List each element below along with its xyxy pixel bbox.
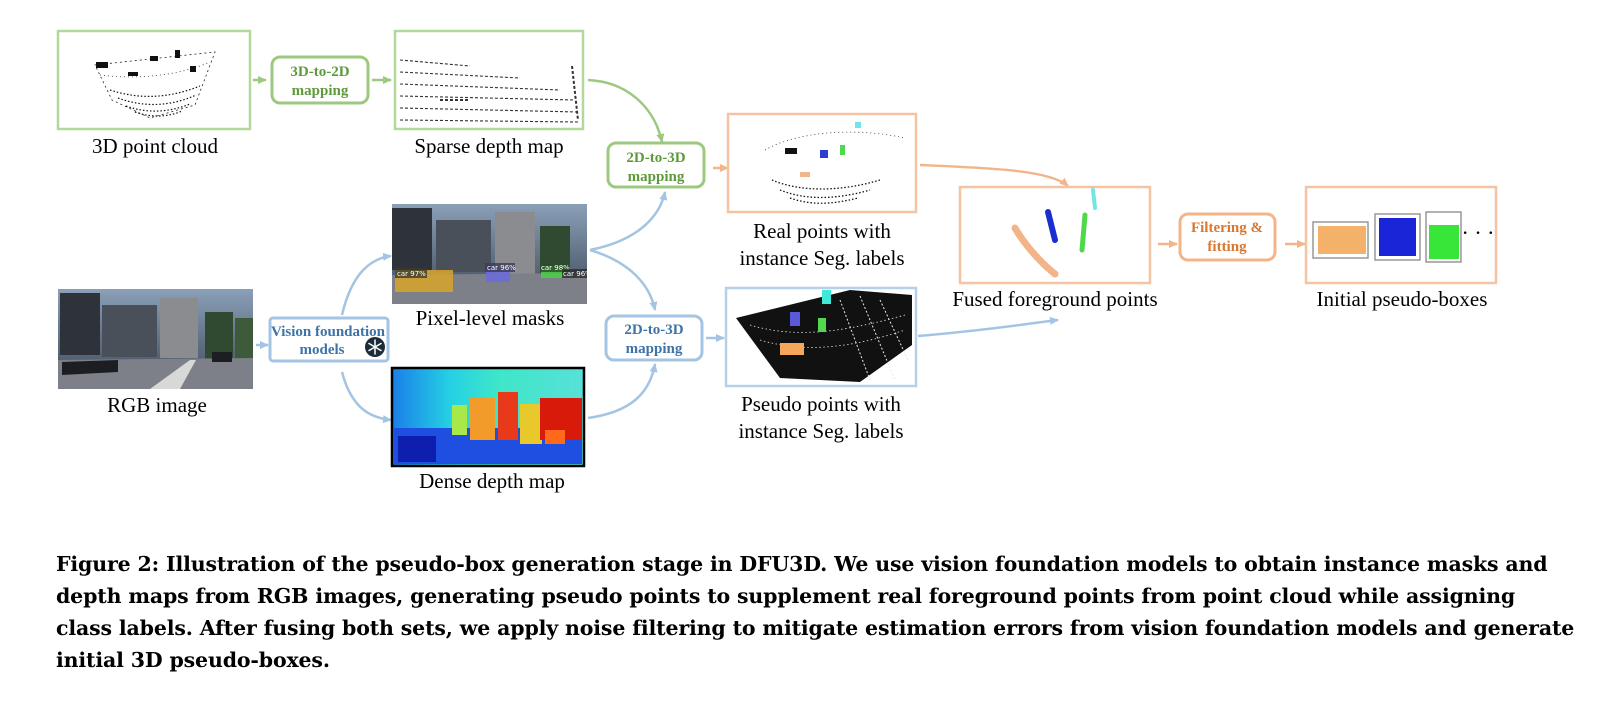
filtering-box: Filtering & fitting: [1178, 212, 1277, 262]
arrow-pseudo-to-fused: [917, 316, 1059, 338]
label-pixel-masks: Pixel-level masks: [416, 306, 565, 330]
arrow-masks-to-2d3d-bot: [589, 248, 658, 311]
arrows: [253, 76, 1306, 424]
arrow-real-to-fused: [919, 163, 1069, 187]
label-pseudo-points-1: Pseudo points with: [741, 392, 901, 416]
vfm-line1: Vision foundation: [271, 324, 386, 340]
arrow-masks-to-2d3d-top: [589, 191, 668, 252]
map-3d-to-2d-line1: 3D-to-2D: [290, 64, 349, 80]
map-2d-to-3d-top-line2: mapping: [628, 169, 685, 185]
map-2d-to-3d-bottom-box: 2D-to-3D mapping: [604, 314, 704, 362]
arrow-dense-to-2d3d-bot: [587, 363, 658, 420]
pseudo-points-image: [736, 290, 912, 382]
label-dense-depth: Dense depth map: [419, 469, 565, 493]
boxes-ellipsis: · · ·: [1462, 220, 1495, 245]
map-2d-to-3d-bottom-line2: mapping: [626, 341, 683, 357]
dense-depth-panel: [390, 366, 586, 468]
vfm-line2: models: [300, 342, 345, 358]
real-points-image: [764, 122, 906, 204]
sparse-depth-image: [399, 59, 579, 123]
fused-points-image: [1011, 188, 1097, 278]
mask-tag-2: car 96%: [487, 264, 516, 272]
fused-points-panel: [958, 185, 1152, 285]
map-2d-to-3d-top-line1: 2D-to-3D: [626, 150, 685, 166]
arrow-vfm-to-masks: [340, 252, 392, 316]
real-points-panel: [726, 112, 918, 214]
mask-tag-4: car 96%: [563, 270, 592, 278]
filtering-line2: fitting: [1207, 239, 1247, 255]
pseudo-boxes-panel: · · ·: [1304, 185, 1498, 285]
sparse-depth-panel: [393, 29, 585, 131]
arrow-vfm-to-dense: [340, 371, 392, 424]
point-cloud-image: [94, 50, 216, 119]
arrow-sparse-to-2d3d: [587, 78, 665, 143]
mask-tag-1: car 97%: [397, 270, 426, 278]
map-3d-to-2d-box: 3D-to-2D mapping: [270, 55, 370, 105]
point-cloud-panel: [56, 29, 252, 131]
label-pseudo-points-2: instance Seg. labels: [738, 419, 903, 443]
label-initial-boxes: Initial pseudo-boxes: [1317, 287, 1488, 311]
map-2d-to-3d-bottom-line1: 2D-to-3D: [624, 322, 683, 338]
vfm-box: Vision foundation models: [268, 316, 390, 363]
pseudo-points-panel: [724, 286, 918, 388]
pseudo-boxes-image: · · ·: [1312, 211, 1495, 263]
label-real-points-1: Real points with: [753, 219, 891, 243]
label-fused: Fused foreground points: [952, 287, 1157, 311]
map-3d-to-2d-line2: mapping: [292, 83, 349, 99]
label-real-points-2: instance Seg. labels: [739, 246, 904, 270]
label-rgb-image: RGB image: [107, 393, 207, 417]
map-2d-to-3d-top-box: 2D-to-3D mapping: [606, 141, 706, 189]
label-sparse-depth: Sparse depth map: [414, 134, 563, 158]
snowflake-icon: [365, 337, 385, 357]
mask-tag-3: car 98%: [541, 264, 570, 272]
figure-caption: Figure 2: Illustration of the pseudo-box…: [56, 552, 1575, 672]
rgb-image-panel: [58, 289, 253, 389]
pipeline-diagram: 3D point cloud 3D-to-2D mapping Sparse d…: [56, 29, 1498, 493]
filtering-line1: Filtering &: [1191, 220, 1263, 236]
label-point-cloud: 3D point cloud: [92, 134, 218, 158]
pixel-masks-panel: car 97% car 96% car 98% car 96%: [392, 204, 592, 304]
